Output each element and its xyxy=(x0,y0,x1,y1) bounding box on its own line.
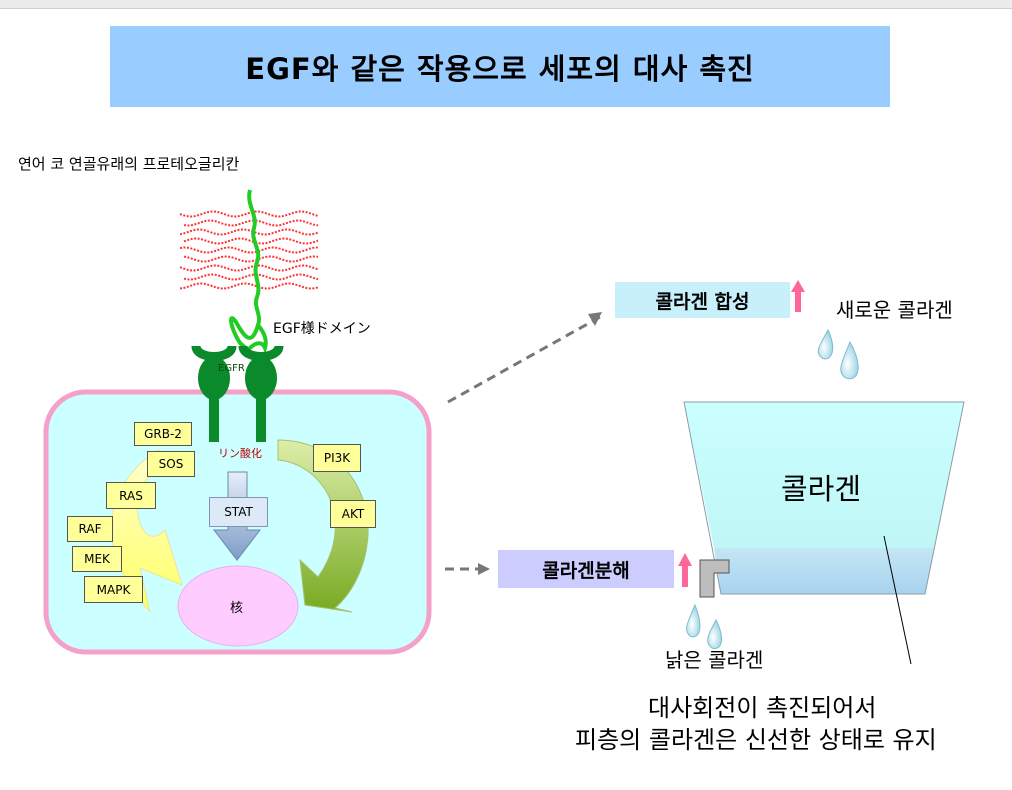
gag-chain xyxy=(183,237,319,245)
gag-chain xyxy=(183,273,319,281)
egfr-label: EGFR xyxy=(218,363,245,374)
collagen-degradation-box: 콜라겐분해 xyxy=(498,550,674,588)
mapk-box: MAPK xyxy=(84,576,143,603)
sos-box: SOS xyxy=(147,451,195,477)
gag-chain xyxy=(183,219,319,227)
gag-chain xyxy=(179,264,319,272)
proteoglycan-label: 연어 코 연골유래의 프로테오글리칸 xyxy=(18,155,240,173)
collagen-synthesis-box: 콜라겐 합성 xyxy=(615,282,790,318)
old-collagen-drop-1 xyxy=(686,603,701,638)
page-title: EGF와 같은 작용으로 세포의 대사 촉진 xyxy=(245,51,755,86)
title-banner: EGF와 같은 작용으로 세포의 대사 촉진 xyxy=(110,26,890,107)
core-protein xyxy=(229,189,268,355)
gag-chain xyxy=(179,282,319,290)
summary-line-1: 대사회전이 촉진되어서 xyxy=(648,694,877,722)
gag-chain xyxy=(179,210,319,218)
gag-chain xyxy=(179,228,319,236)
collagen-tank-label: 콜라겐 xyxy=(781,472,862,506)
gag-chain xyxy=(183,255,319,263)
egf-domain-label: EGF様ドメイン xyxy=(273,321,371,337)
akt-box: AKT xyxy=(330,500,376,528)
new-collagen-label: 새로운 콜라겐 xyxy=(836,298,953,322)
arrow-to-synthesis-head xyxy=(588,312,602,326)
synthesis-up-arrow xyxy=(791,280,805,312)
summary-line-2: 피층의 콜라겐은 신선한 상태로 유지 xyxy=(575,726,937,754)
collagen-tank-upper xyxy=(684,402,964,548)
top-bar xyxy=(0,0,1012,9)
nucleus xyxy=(177,565,299,647)
pi3k-box: PI3K xyxy=(313,444,361,472)
proteoglycan-chains xyxy=(179,210,319,290)
old-collagen-drop-2 xyxy=(707,618,722,649)
arrow-to-synthesis xyxy=(447,315,601,404)
new-collagen-drop-2 xyxy=(840,340,859,380)
gag-chain xyxy=(179,246,318,254)
degradation-up-arrow xyxy=(678,553,692,587)
collagen-tank-lower xyxy=(714,548,934,594)
old-collagen-label: 낡은 콜라겐 xyxy=(665,648,764,672)
stat-box: STAT xyxy=(209,497,268,527)
egfr-receptor-left xyxy=(191,344,237,442)
egfr-receptor-right xyxy=(238,344,284,442)
raf-box: RAF xyxy=(67,516,113,542)
nucleus-label: 核 xyxy=(230,601,244,616)
new-collagen-drop-1 xyxy=(817,328,834,360)
mek-box: MEK xyxy=(72,546,122,572)
arrow-to-degradation-head xyxy=(478,563,490,575)
collagen-tank-outline xyxy=(683,401,965,595)
ras-box: RAS xyxy=(106,482,156,509)
grb2-box: GRB-2 xyxy=(134,422,192,446)
phosphorylation-label: リン酸化 xyxy=(218,447,262,460)
pi3k-pathway-arrow xyxy=(277,439,369,613)
drain-faucet xyxy=(699,559,730,598)
tank-pointer-line xyxy=(883,535,912,665)
